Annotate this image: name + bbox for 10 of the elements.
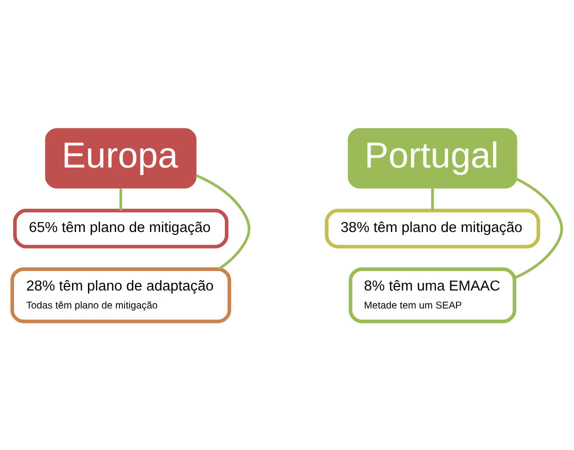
connector (119, 188, 122, 211)
connector (514, 178, 564, 280)
node-box: Europa (45, 128, 196, 189)
node-box: 65% têm plano de mitigação (13, 208, 228, 248)
connector (196, 174, 250, 270)
node-box: 28% têm plano de adaptação Todas têm plano de mitigação (10, 267, 232, 324)
node-box: 8% têm uma EMAAC Metade tem um SEAP (348, 267, 516, 324)
node-box: Portugal (348, 128, 518, 189)
connector (431, 188, 434, 211)
node-box: 38% têm plano de mitigação (324, 208, 540, 248)
